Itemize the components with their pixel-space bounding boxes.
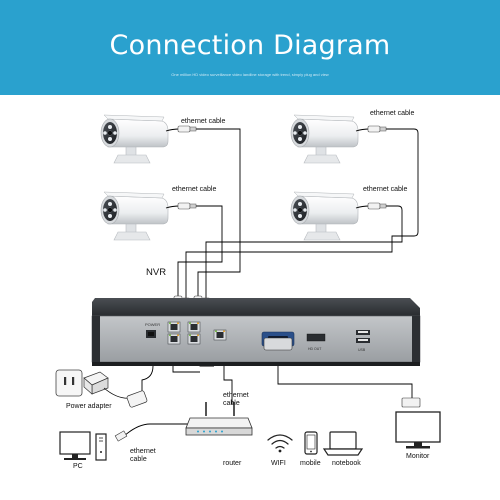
- router: [185, 402, 253, 436]
- label-cam2-cable: ethernet cable: [172, 186, 217, 193]
- diagram-title: Connection Diagram: [109, 30, 391, 61]
- label-monitor: Monitor: [406, 453, 430, 460]
- vga-connector: [263, 337, 293, 351]
- nvr-power-label: POWER: [145, 322, 160, 327]
- label-power-adapter: Power adapter: [66, 403, 112, 410]
- label-cam4-cable: ethernet cable: [363, 186, 408, 193]
- camera-mid-right: [290, 191, 387, 241]
- nvr-usb-label: USB: [358, 348, 366, 352]
- label-cam3-cable: ethernet cable: [370, 110, 415, 117]
- ethernet-cables: [123, 128, 419, 437]
- camera-top-right: [290, 114, 387, 164]
- label-notebook: notebook: [332, 460, 361, 467]
- label-nvr: NVR: [146, 267, 167, 278]
- notebook-icon: [322, 431, 364, 456]
- label-pc-cable-line1: ethernet: [130, 448, 156, 455]
- label-cam1-cable: ethernet cable: [181, 118, 226, 125]
- camera-mid-left: [100, 191, 197, 241]
- power-outlet: [55, 369, 83, 397]
- label-router-cable-line1: ethernet: [223, 392, 249, 399]
- nvr-hdmi-label: HD OUT: [308, 347, 322, 351]
- wifi-icon: [267, 434, 293, 453]
- title-banner: Connection Diagram One million HD video …: [0, 0, 500, 95]
- pc: [59, 430, 128, 461]
- label-pc: PC: [73, 463, 83, 470]
- power-adapter: [83, 371, 148, 408]
- label-router: router: [223, 460, 242, 467]
- mobile-icon: [304, 431, 318, 455]
- label-router-cable: ethernet cable: [223, 392, 249, 408]
- monitor-icon: [395, 397, 441, 449]
- label-pc-cable-line2: cable: [130, 456, 147, 463]
- label-pc-cable: ethernet cable: [130, 448, 156, 464]
- label-router-cable-line2: cable: [223, 400, 240, 407]
- label-wifi: WIFI: [271, 460, 286, 467]
- label-mobile: mobile: [300, 460, 321, 467]
- nvr-recorder: POWER HD OUT USB: [91, 298, 421, 366]
- diagram-subtitle: One million HD video surveillance video …: [171, 72, 329, 77]
